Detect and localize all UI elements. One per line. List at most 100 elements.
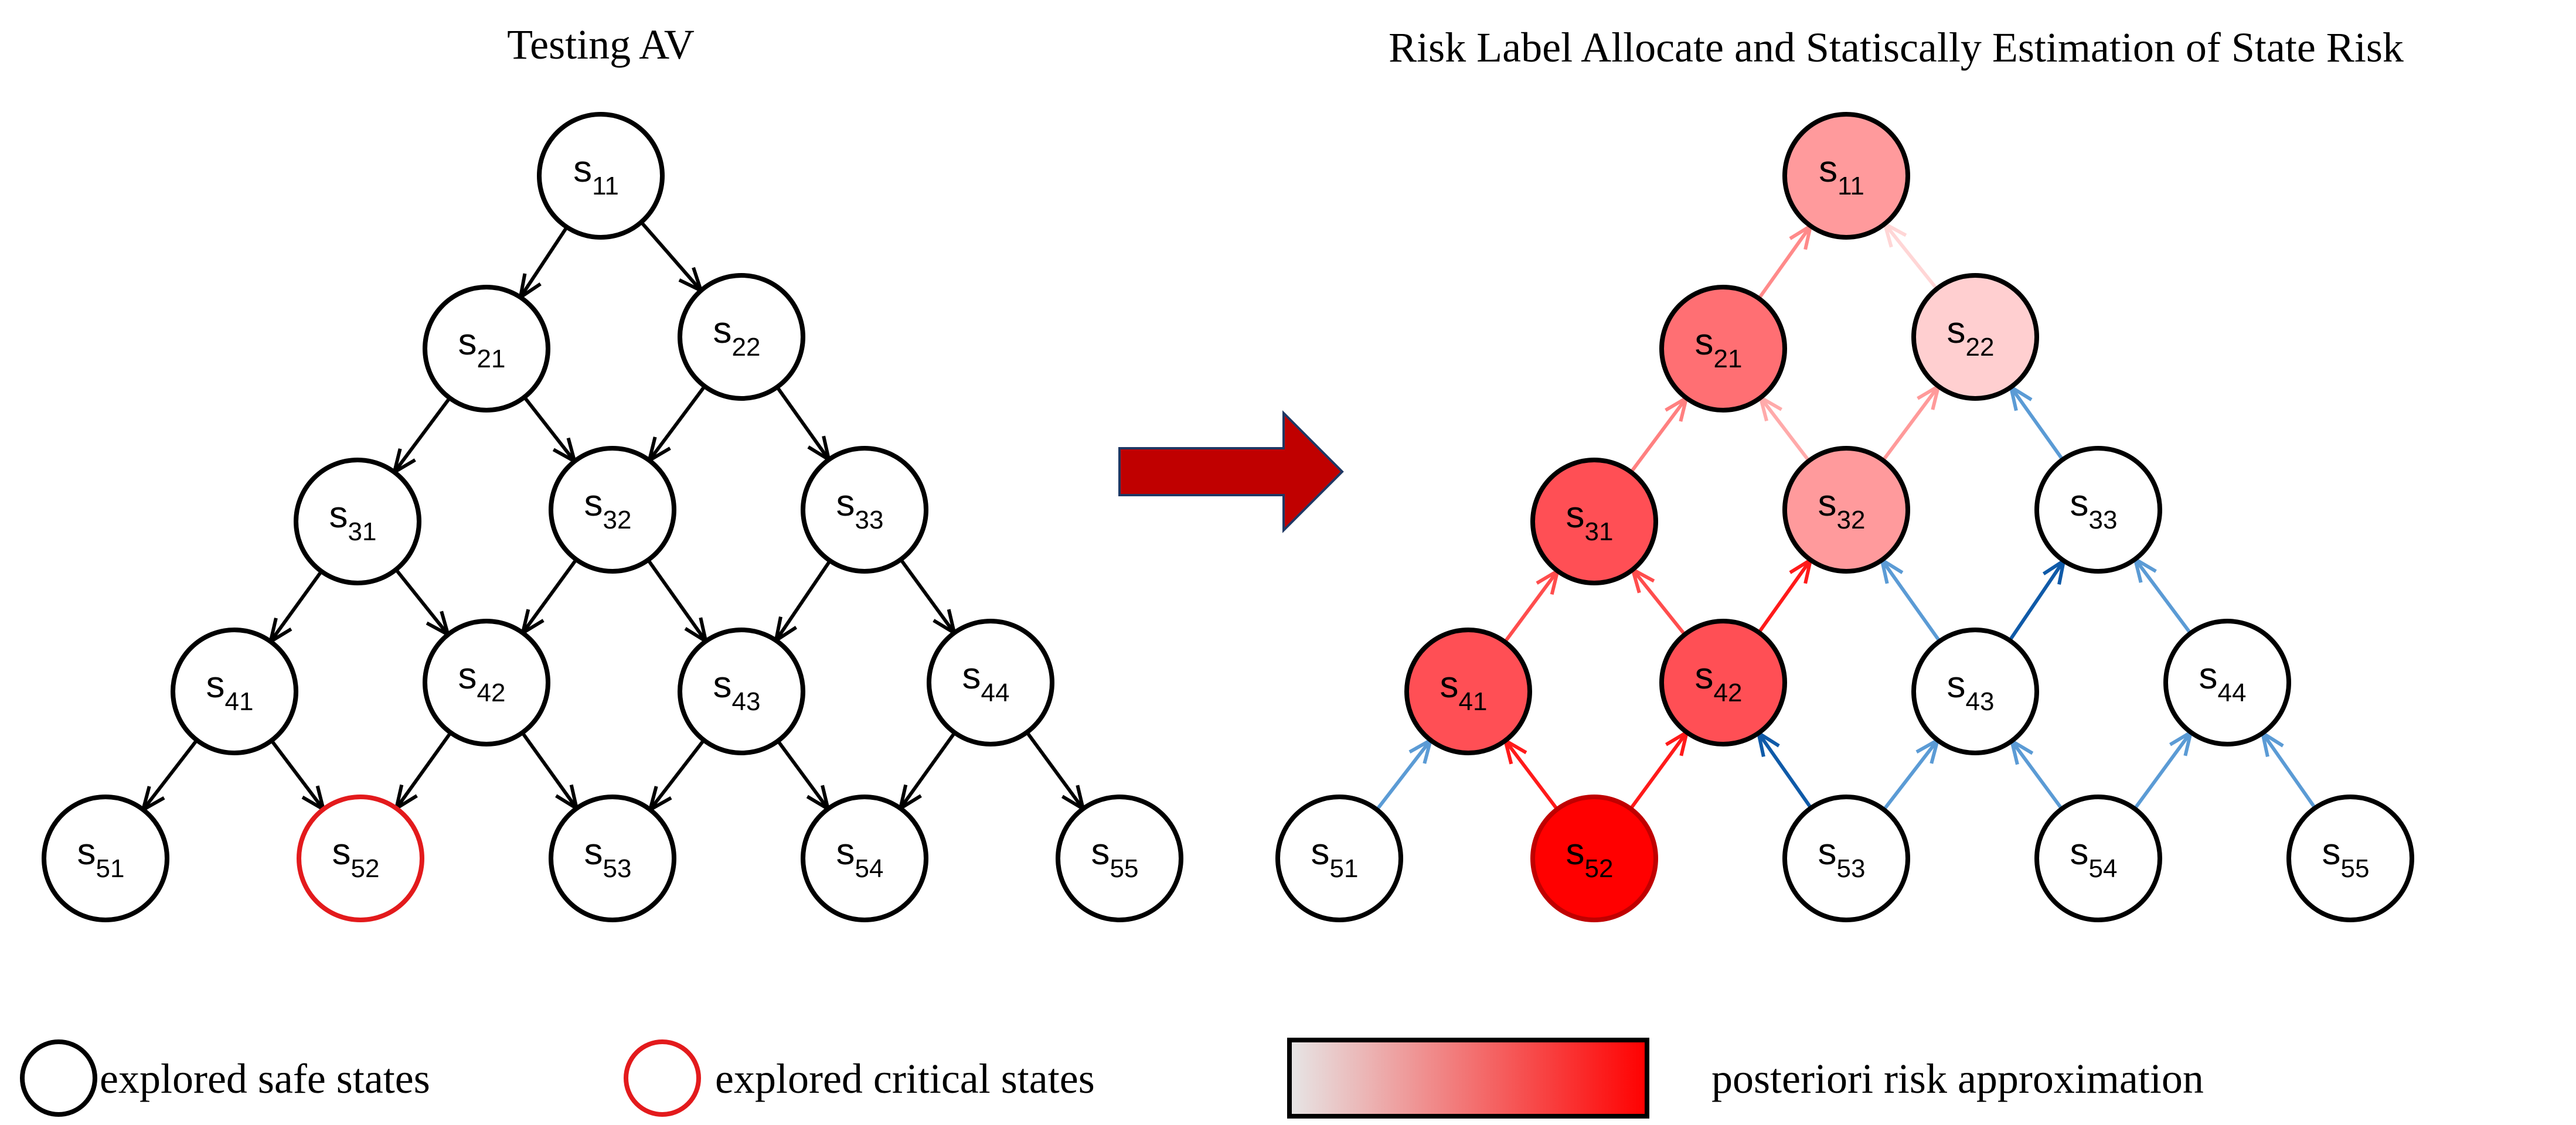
left-edge-s11-s22 [639,221,705,294]
left-node-label: s44 [962,654,1010,707]
right-node-label: s52 [1566,830,1614,883]
left-node-circle [927,619,1054,746]
right-edge-s53-s43 [1882,736,1941,811]
right-edge-s52-s42 [1629,728,1690,810]
right-node-s44: s44 [2163,619,2291,746]
right-node-circle [1911,628,2039,755]
right-edge-s31-s21 [1629,394,1689,473]
left-edge-s33-s43 [773,560,832,645]
left-node-label: s53 [584,830,632,883]
left-node-label: s11 [573,148,619,200]
left-node-circle [549,795,676,922]
transition-arrow [1118,410,1344,533]
left-edge-s44-s54 [897,731,957,812]
left-node-circle [537,112,665,240]
right-tree-nodes: s11 s21 s22 s31 s32 s33 s41 s42 s43 s44 s51 s52 s53 s… [1275,112,2414,922]
right-node-label: s21 [1695,321,1743,373]
legend-safe-label: explored safe states [100,1055,430,1102]
right-edge-s42-s31 [1629,565,1686,636]
left-node-circle [294,458,421,585]
right-edge-s41-s31 [1503,567,1561,643]
left-node-s32: s32 [549,446,676,574]
right-node-circle [1659,619,1787,746]
left-node-s31: s31 [294,458,421,585]
left-node-circle [678,273,805,401]
left-edge-s32-s43 [646,558,709,645]
left-node-circle [1056,795,1183,922]
left-node-circle [297,795,424,922]
right-title: Risk Label Allocate and Statiscally Esti… [1389,24,2404,71]
right-node-s42: s42 [1659,619,1787,746]
right-node-label: s32 [1818,482,1866,534]
left-edge-s33-s44 [899,558,957,637]
right-edge-s33-s22 [2008,383,2064,461]
left-node-s33: s33 [801,446,928,574]
left-edge-s21-s31 [392,397,451,476]
left-node-label: s43 [713,663,761,716]
right-node-s54: s54 [2034,795,2162,922]
left-edge-s42-s52 [393,731,452,812]
right-node-circle [1782,112,1910,240]
left-node-label: s33 [836,482,884,534]
right-node-label: s55 [2322,830,2370,883]
left-edge-s43-s54 [776,739,831,813]
right-node-s33: s33 [2034,446,2162,574]
left-edge-s31-s42 [394,568,451,639]
right-edge-s55-s44 [2259,729,2317,809]
right-node-circle [1782,795,1910,922]
left-node-circle [423,619,550,746]
right-node-circle [1530,795,1658,922]
left-node-label: s51 [77,830,125,883]
left-node-circle [801,795,928,922]
right-edge-s54-s43 [2009,737,2064,810]
left-edge-s42-s53 [520,731,580,812]
right-node-circle [1911,273,2039,401]
left-edge-s44-s55 [1025,731,1086,813]
left-node-label: s42 [458,654,506,707]
left-title: Testing AV [507,21,695,68]
right-node-s32: s32 [1782,446,1910,574]
right-node-label: s54 [2070,830,2118,883]
right-node-label: s51 [1311,830,1359,883]
right-node-label: s31 [1566,493,1614,546]
right-node-s52: s52 [1530,795,1658,922]
right-edge-s43-s32 [1879,556,1941,643]
left-edge-s41-s52 [270,739,326,813]
left-node-label: s21 [458,321,506,373]
right-node-circle [2163,619,2291,746]
right-edge-s22-s11 [1881,220,1938,290]
left-node-label: s54 [836,830,884,883]
right-node-circle [1275,795,1403,922]
right-node-label: s53 [1818,830,1866,883]
left-edge-s32-s42 [520,558,578,637]
right-node-label: s33 [2070,482,2118,534]
left-node-circle [678,628,805,755]
left-node-s51: s51 [42,795,169,922]
right-edge-s52-s41 [1502,737,1559,810]
left-node-circle [801,446,928,574]
left-node-circle [549,446,676,574]
right-edge-s53-s42 [1755,729,1813,809]
right-node-label: s42 [1695,654,1743,707]
right-node-label: s22 [1947,309,1995,362]
legend-risk-label: posteriori risk approximation [1711,1055,2204,1102]
left-node-label: s52 [332,830,380,883]
right-node-circle [1404,628,1532,755]
left-node-label: s41 [206,663,254,716]
left-node-label: s32 [584,482,632,534]
right-node-s41: s41 [1404,628,1532,755]
right-node-circle [2034,446,2162,574]
right-node-s43: s43 [1911,628,2039,755]
right-edge-s43-s33 [2008,557,2067,642]
left-node-s55: s55 [1056,795,1183,922]
right-node-s11: s11 [1782,112,1910,240]
left-edge-s21-s32 [523,396,578,465]
risk-gradient-bar [1287,1038,1649,1119]
left-edge-s11-s21 [518,226,569,301]
right-node-label: s43 [1947,663,1995,716]
legend-safe-swatch [20,1039,97,1117]
left-node-s11: s11 [537,112,665,240]
right-edge-s42-s32 [1757,556,1813,634]
right-node-circle [1782,446,1910,574]
